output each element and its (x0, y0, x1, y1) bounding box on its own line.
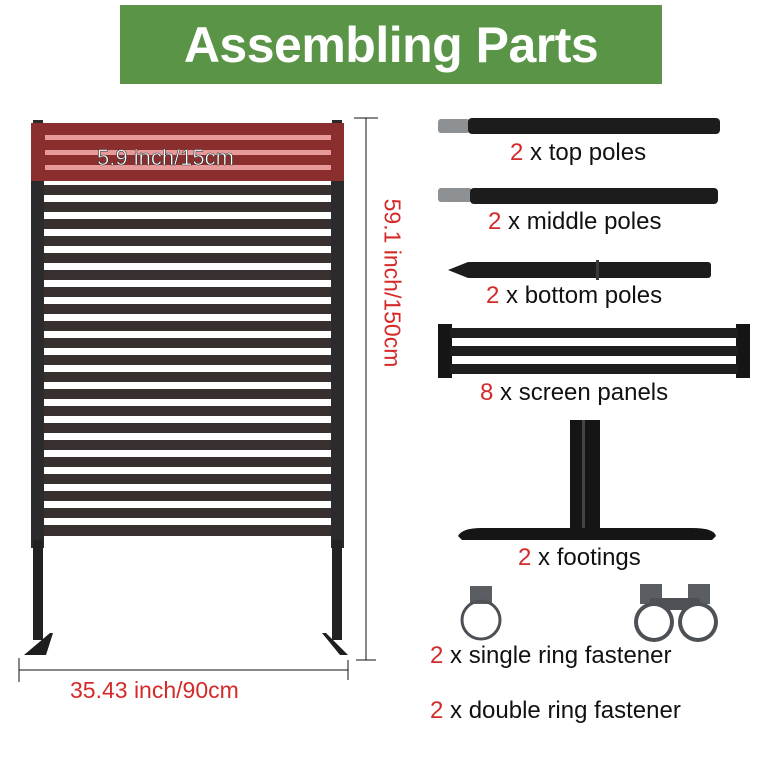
single-ring-fastener-icon (460, 586, 502, 641)
assembled-screen-illustration (18, 117, 378, 682)
footing-icon (458, 420, 716, 540)
part-bottom-poles: 2 x bottom poles (486, 282, 663, 309)
part-screen-panels: 8 x screen panels (480, 379, 669, 406)
page-title: Assembling Parts (183, 16, 599, 73)
middle-pole-icon (438, 188, 718, 204)
total-height-label: 59.1 inch/150cm (379, 198, 406, 368)
part-single-ring-fastener: 2 x single ring fastener (430, 642, 672, 669)
total-width-label: 35.43 inch/90cm (70, 677, 239, 703)
part-footings: 2 x footings (518, 544, 641, 571)
title-banner: Assembling Parts (120, 5, 662, 84)
part-middle-poles: 2 x middle poles (488, 208, 662, 235)
bottom-pole-icon (448, 260, 711, 280)
screen-panel-icon (438, 324, 750, 378)
part-double-ring-fastener: 2 x double ring fastener (430, 697, 681, 724)
part-top-poles: 2 x top poles (510, 139, 647, 166)
double-ring-fastener-icon (634, 584, 718, 642)
panel-height-label: 5.9 inch/15cm (97, 145, 235, 171)
top-pole-icon (438, 118, 720, 134)
